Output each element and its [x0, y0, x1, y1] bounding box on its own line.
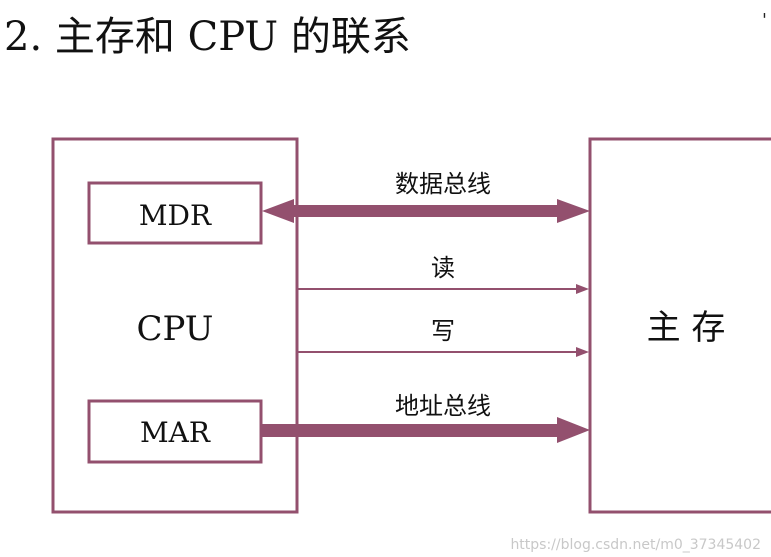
read-label: 读 [431, 254, 455, 282]
data-bus-arrow [262, 199, 590, 223]
cpu-box [51, 137, 299, 514]
watermark: https://blog.csdn.net/m0_37345402 [510, 537, 761, 553]
address-bus-arrow [261, 417, 590, 443]
data-bus-label: 数据总线 [395, 170, 491, 198]
stray-mark: ' [762, 10, 767, 31]
memory-box [588, 137, 771, 514]
mar-label: MAR [140, 416, 211, 449]
memory-label: 主 存 [647, 308, 726, 348]
mdr-box [87, 181, 263, 245]
address-bus-label: 地址总线 [395, 392, 491, 420]
write-arrow [297, 347, 589, 357]
mdr-label: MDR [139, 199, 212, 232]
write-label: 写 [431, 317, 455, 345]
page-title: 2. 主存和 CPU 的联系 [4, 14, 411, 60]
cpu-label: CPU [137, 309, 214, 349]
read-arrow [297, 284, 589, 294]
